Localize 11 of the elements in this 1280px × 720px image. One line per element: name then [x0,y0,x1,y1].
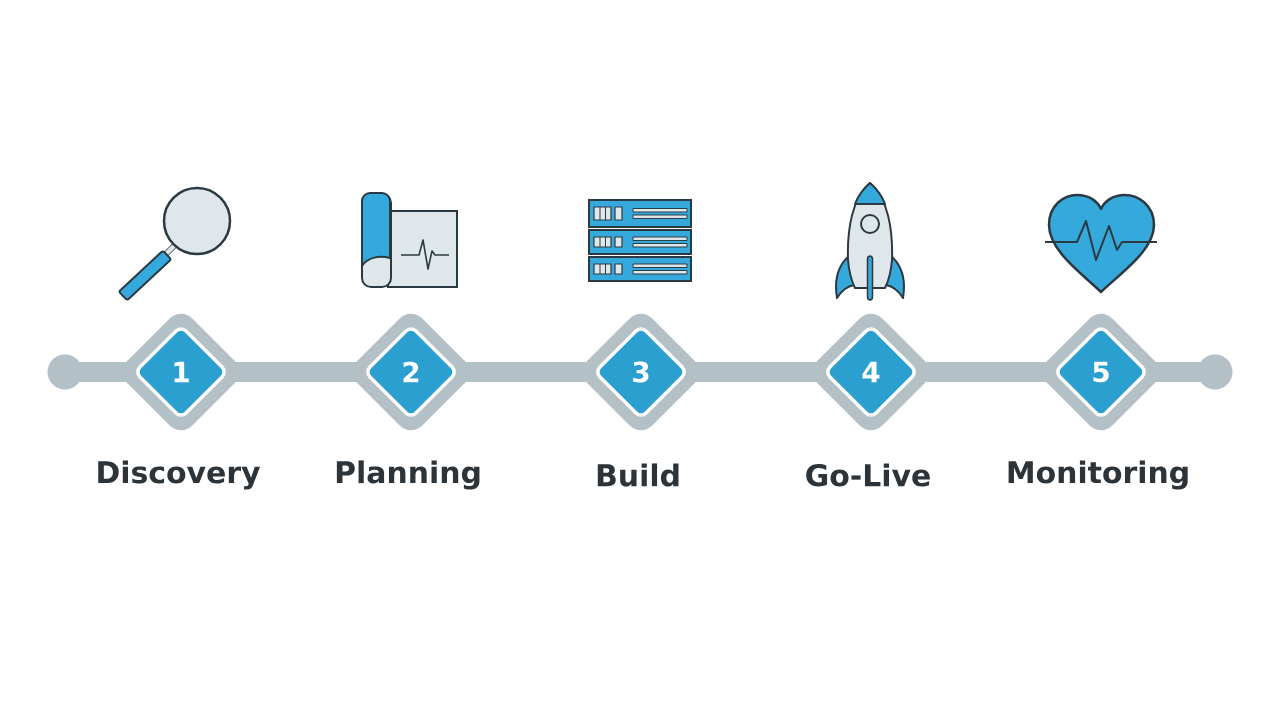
timeline-line [235,362,357,382]
step-label: Go-Live [806,463,930,487]
step-label: Planning [336,460,480,490]
timeline-line [79,362,127,382]
timeline-line [925,362,1047,382]
timeline-line [695,362,817,382]
timeline-line [1155,362,1201,382]
step-label: Discovery [98,460,260,490]
timeline-line [465,362,587,382]
step-label: Monitoring [1008,460,1188,490]
step-label: Build [597,463,679,487]
